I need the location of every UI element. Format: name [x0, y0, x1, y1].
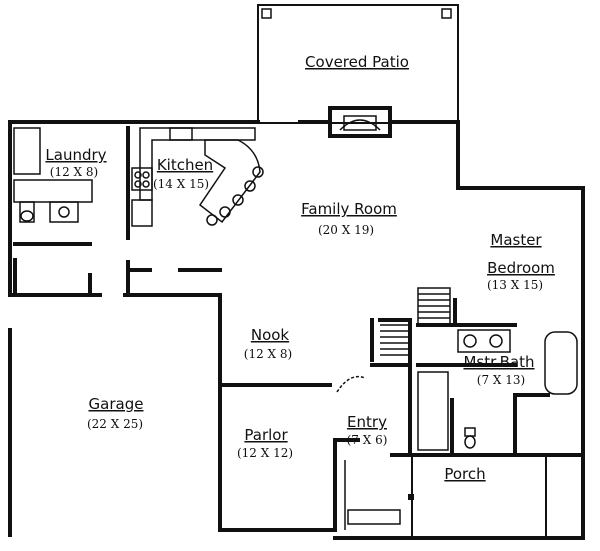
sink-icon — [463, 334, 477, 348]
kitchen-fixtures — [131, 127, 264, 227]
mstr-bath-dims: (7 X 13) — [477, 373, 525, 387]
laundry-fixtures — [13, 127, 93, 223]
kitchen-dims: (14 X 15) — [153, 177, 209, 191]
sink-icon — [489, 334, 503, 348]
laundry-label: Laundry — [45, 146, 106, 164]
entry-label: Entry — [347, 413, 387, 431]
porch-label: Porch — [444, 465, 485, 483]
master-bedroom-label-line2: Bedroom — [487, 259, 555, 277]
master-bedroom-dims: (13 X 15) — [487, 278, 543, 292]
stool-icon — [219, 206, 231, 218]
kitchen-label: Kitchen — [157, 156, 213, 174]
closet — [417, 371, 449, 451]
nook-dims: (12 X 8) — [244, 347, 292, 361]
parlor-dims: (12 X 12) — [237, 446, 293, 460]
laundry-counter-lower — [13, 179, 93, 203]
garage-dims: (22 X 25) — [87, 417, 143, 431]
patio-post-ne — [441, 8, 452, 19]
doors — [336, 375, 401, 530]
nook-label: Nook — [251, 326, 290, 344]
stool-icon — [252, 166, 264, 178]
kitchen-island — [198, 139, 261, 224]
toilet-icon — [464, 435, 476, 449]
vanity — [457, 329, 511, 353]
stool-icon — [232, 194, 244, 206]
toilet-icon — [20, 210, 34, 222]
laundry-dims: (12 X 8) — [50, 165, 98, 179]
entry-dims: (7 X 6) — [347, 433, 388, 447]
patio-post-nw — [261, 8, 272, 19]
stairs — [380, 287, 451, 356]
interior-walls — [13, 126, 585, 532]
bathtub-icon — [544, 331, 578, 395]
stool-icon — [244, 180, 256, 192]
stove-icon — [131, 167, 153, 191]
master-bedroom-label-line1: Master — [490, 231, 542, 249]
bath-fixtures — [417, 329, 578, 451]
sink-icon — [58, 206, 70, 218]
kitchen-sink-icon — [169, 127, 193, 141]
mstr-bath-label: Mstr.Bath — [463, 353, 534, 371]
refrigerator-icon — [131, 199, 153, 227]
parlor-label: Parlor — [244, 426, 288, 444]
porch-structure — [408, 455, 547, 538]
covered-patio-structure — [257, 4, 459, 124]
exterior-walls — [8, 120, 585, 540]
family-room-label: Family Room — [301, 200, 397, 218]
garage-label: Garage — [89, 395, 144, 413]
covered-patio-label: Covered Patio — [305, 53, 409, 71]
laundry-counter — [13, 127, 41, 175]
stool-icon — [206, 214, 218, 226]
family-room-dims: (20 X 19) — [318, 223, 374, 237]
front-step — [347, 509, 401, 525]
